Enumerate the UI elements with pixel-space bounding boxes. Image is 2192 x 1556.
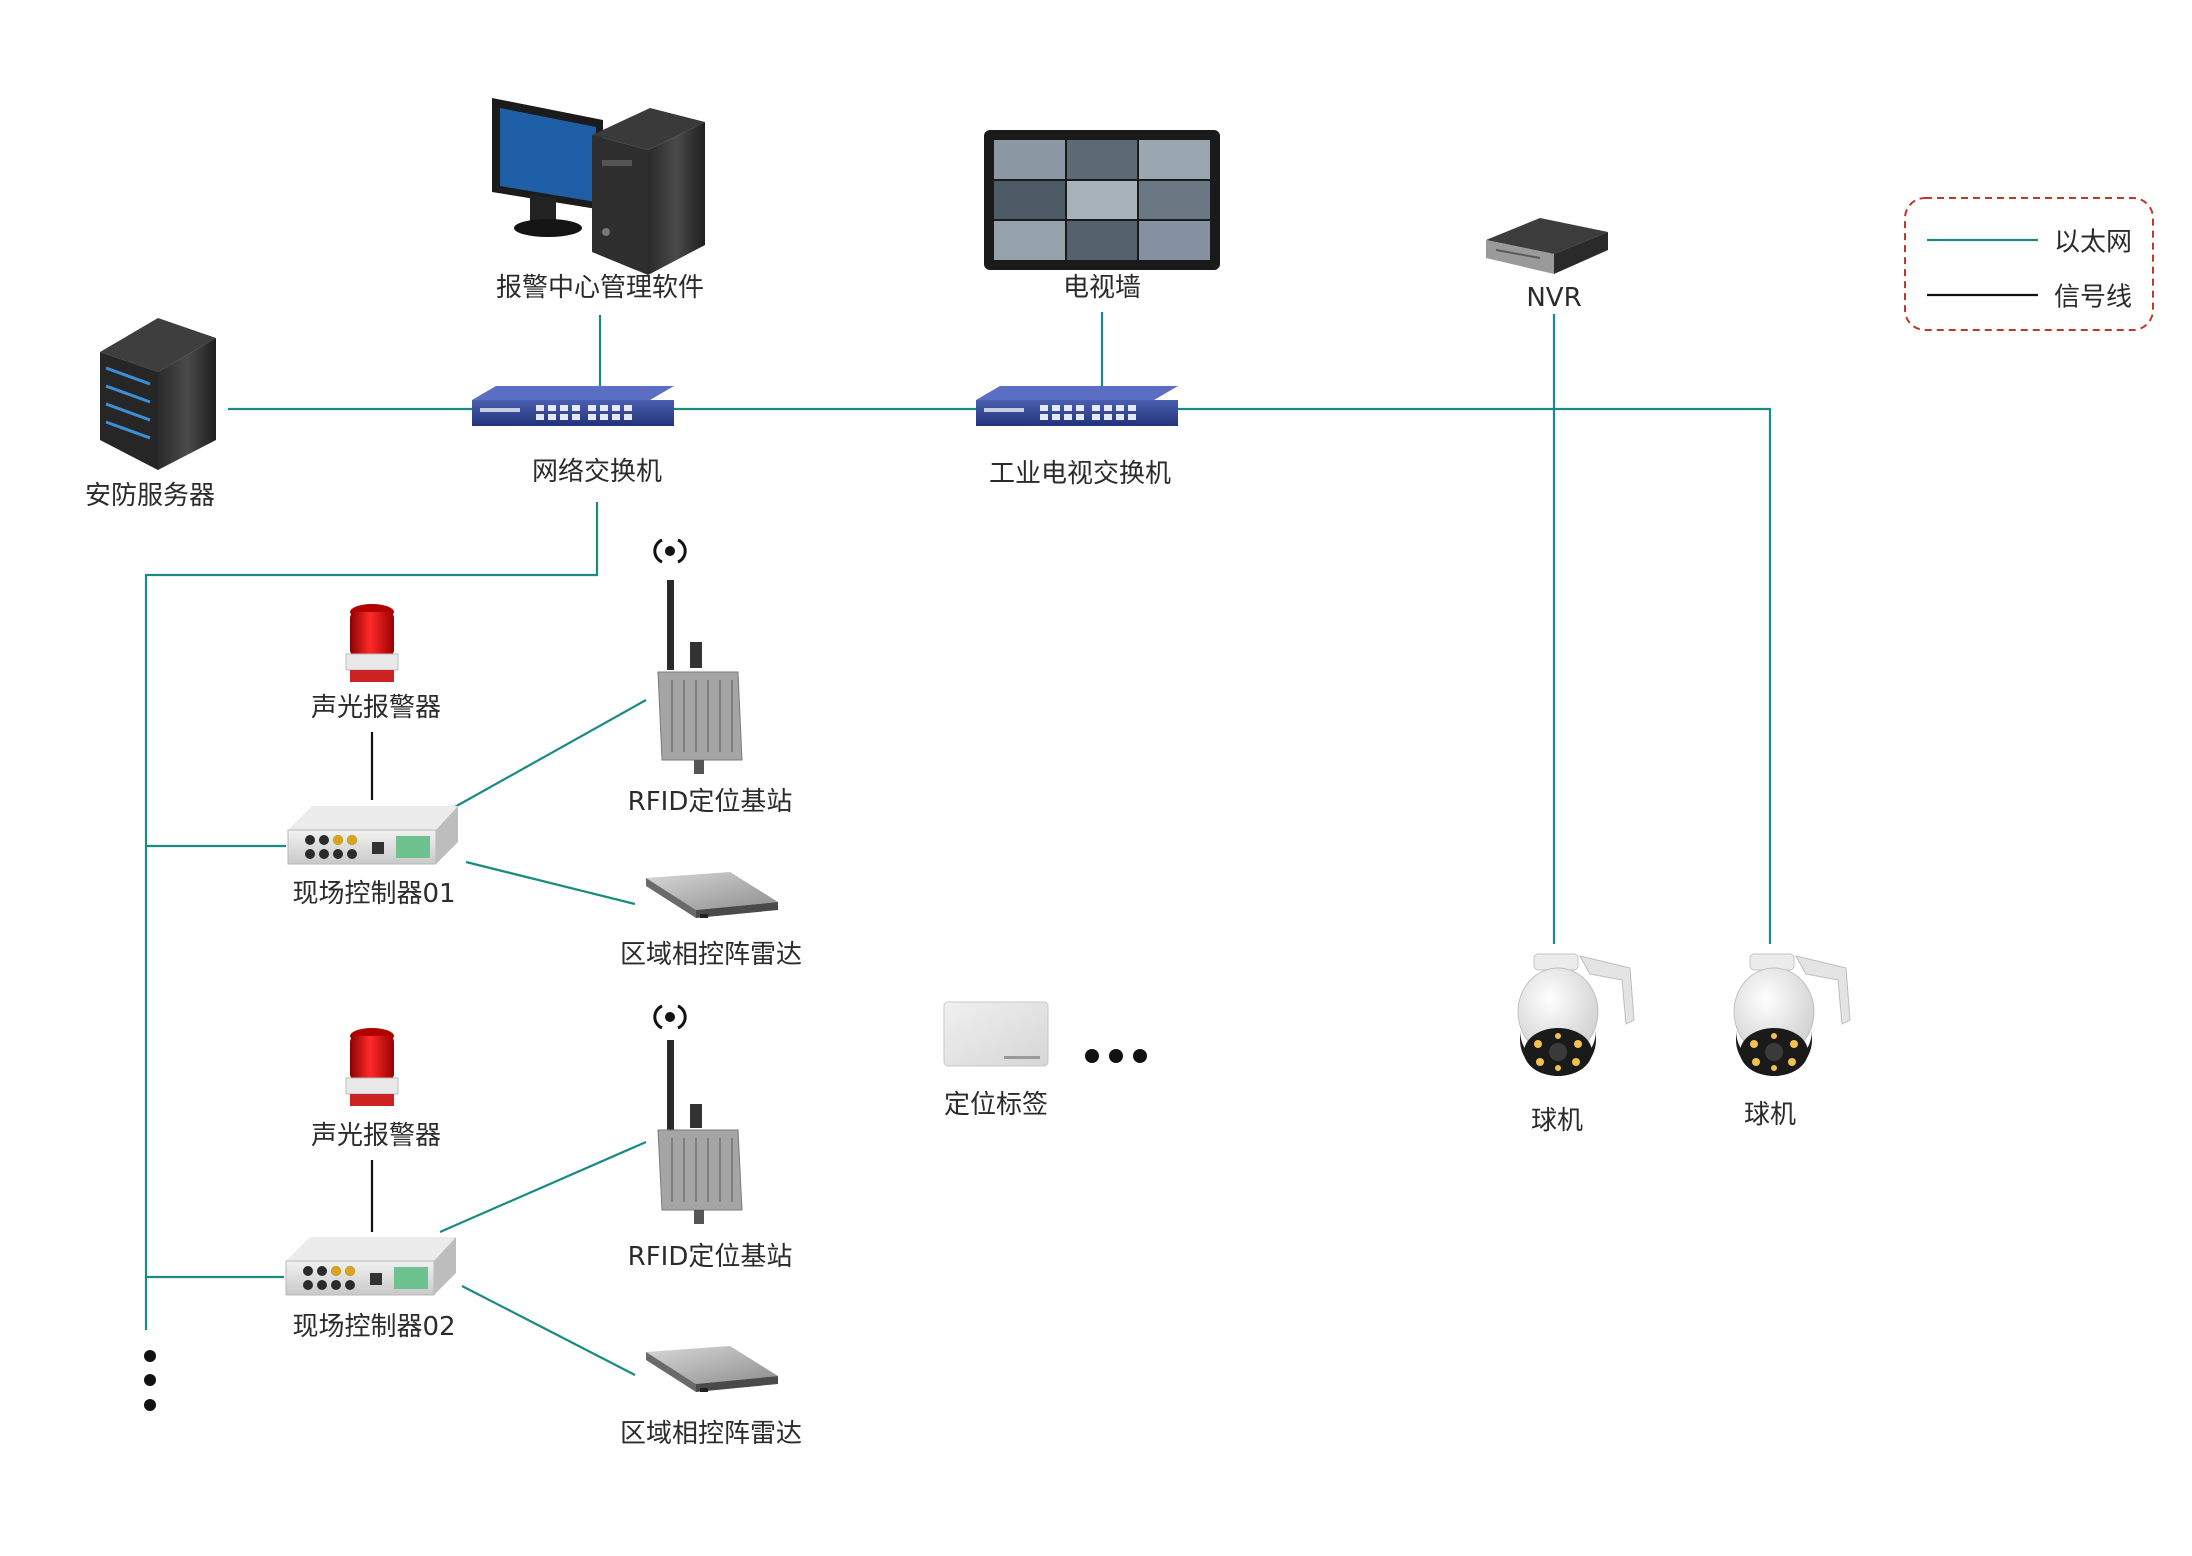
legend: 以太网 信号线: [1904, 197, 2154, 331]
eth-controller2-radar: [461, 1285, 636, 1376]
radar-2-label: 区域相控阵雷达: [620, 1419, 802, 1449]
connection-lines: [144, 312, 1772, 1376]
phased-array-radar-icon: [646, 872, 778, 918]
network-switch-icon: [472, 386, 674, 426]
nvr-recorder-icon: [1486, 218, 1608, 274]
rfid-base-station-icon: [653, 1004, 743, 1224]
industrial-switch-node: 工业电视交换机: [976, 386, 1178, 489]
rfid-tag-card-icon: [943, 1001, 1049, 1067]
more-controllers-ellipsis: [144, 1350, 156, 1411]
network-switch-label: 网络交换机: [532, 457, 662, 487]
rfid-1-node: RFID定位基站: [628, 538, 793, 817]
controller-2-node: 现场控制器02: [285, 1237, 456, 1342]
eth-controller2-rfid: [439, 1140, 647, 1234]
radar-2-node: 区域相控阵雷达: [620, 1346, 802, 1449]
controller-1-label: 现场控制器01: [292, 879, 455, 909]
camera-2-label: 球机: [1744, 1100, 1796, 1130]
rfid-base-station-icon: [653, 538, 743, 774]
more-tags-ellipsis: [1085, 1049, 1147, 1063]
field-controller-icon: [285, 1237, 456, 1296]
nvr-node: NVR: [1486, 218, 1608, 313]
camera-1-node: 球机: [1517, 953, 1635, 1136]
security-server-node: 安防服务器: [85, 318, 216, 511]
camera-2-node: 球机: [1733, 953, 1851, 1130]
industrial-switch-label: 工业电视交换机: [989, 459, 1171, 489]
alarm-2-label: 声光报警器: [311, 1121, 441, 1151]
network-switch-node: 网络交换机: [472, 386, 674, 487]
eth-industrial-camera2: [1178, 407, 1772, 944]
alarm-center-node: 报警中心管理软件: [492, 98, 705, 303]
alarm-1-node: 声光报警器: [311, 604, 441, 723]
strobe-siren-icon: [345, 1028, 399, 1106]
rfid-2-node: RFID定位基站: [628, 1004, 793, 1272]
network-switch-icon: [976, 386, 1178, 426]
eth-controller1-rfid: [452, 699, 647, 809]
video-wall-monitor-icon: [984, 130, 1220, 270]
controller-1-node: 现场控制器01: [287, 806, 458, 909]
legend-ethernet-label: 以太网: [2054, 228, 2132, 258]
ptz-dome-camera-icon: [1517, 953, 1635, 1076]
eth-switch-trunk: [144, 502, 599, 1330]
tag-node: 定位标签: [943, 1001, 1049, 1120]
nvr-label: NVR: [1526, 283, 1581, 313]
tv-wall-label: 电视墙: [1063, 273, 1141, 303]
server-tower-icon: [100, 318, 216, 470]
radar-1-label: 区域相控阵雷达: [620, 940, 802, 970]
alarm-center-label: 报警中心管理软件: [496, 273, 704, 303]
strobe-siren-icon: [345, 604, 399, 682]
phased-array-radar-icon: [646, 1346, 778, 1392]
rfid-1-label: RFID定位基站: [628, 787, 793, 817]
ptz-dome-camera-icon: [1733, 953, 1851, 1076]
tv-wall-node: 电视墙: [984, 130, 1220, 303]
desktop-computer-icon: [492, 98, 705, 275]
alarm-1-label: 声光报警器: [311, 693, 441, 723]
controller-2-label: 现场控制器02: [292, 1312, 455, 1342]
alarm-2-node: 声光报警器: [311, 1028, 441, 1151]
field-controller-icon: [287, 806, 458, 865]
radar-1-node: 区域相控阵雷达: [620, 872, 802, 970]
eth-controller1-radar: [465, 860, 636, 906]
legend-signal-label: 信号线: [2054, 283, 2132, 313]
rfid-2-label: RFID定位基站: [628, 1242, 793, 1272]
security-server-label: 安防服务器: [85, 481, 215, 511]
tag-label: 定位标签: [944, 1090, 1048, 1120]
camera-1-label: 球机: [1531, 1106, 1583, 1136]
